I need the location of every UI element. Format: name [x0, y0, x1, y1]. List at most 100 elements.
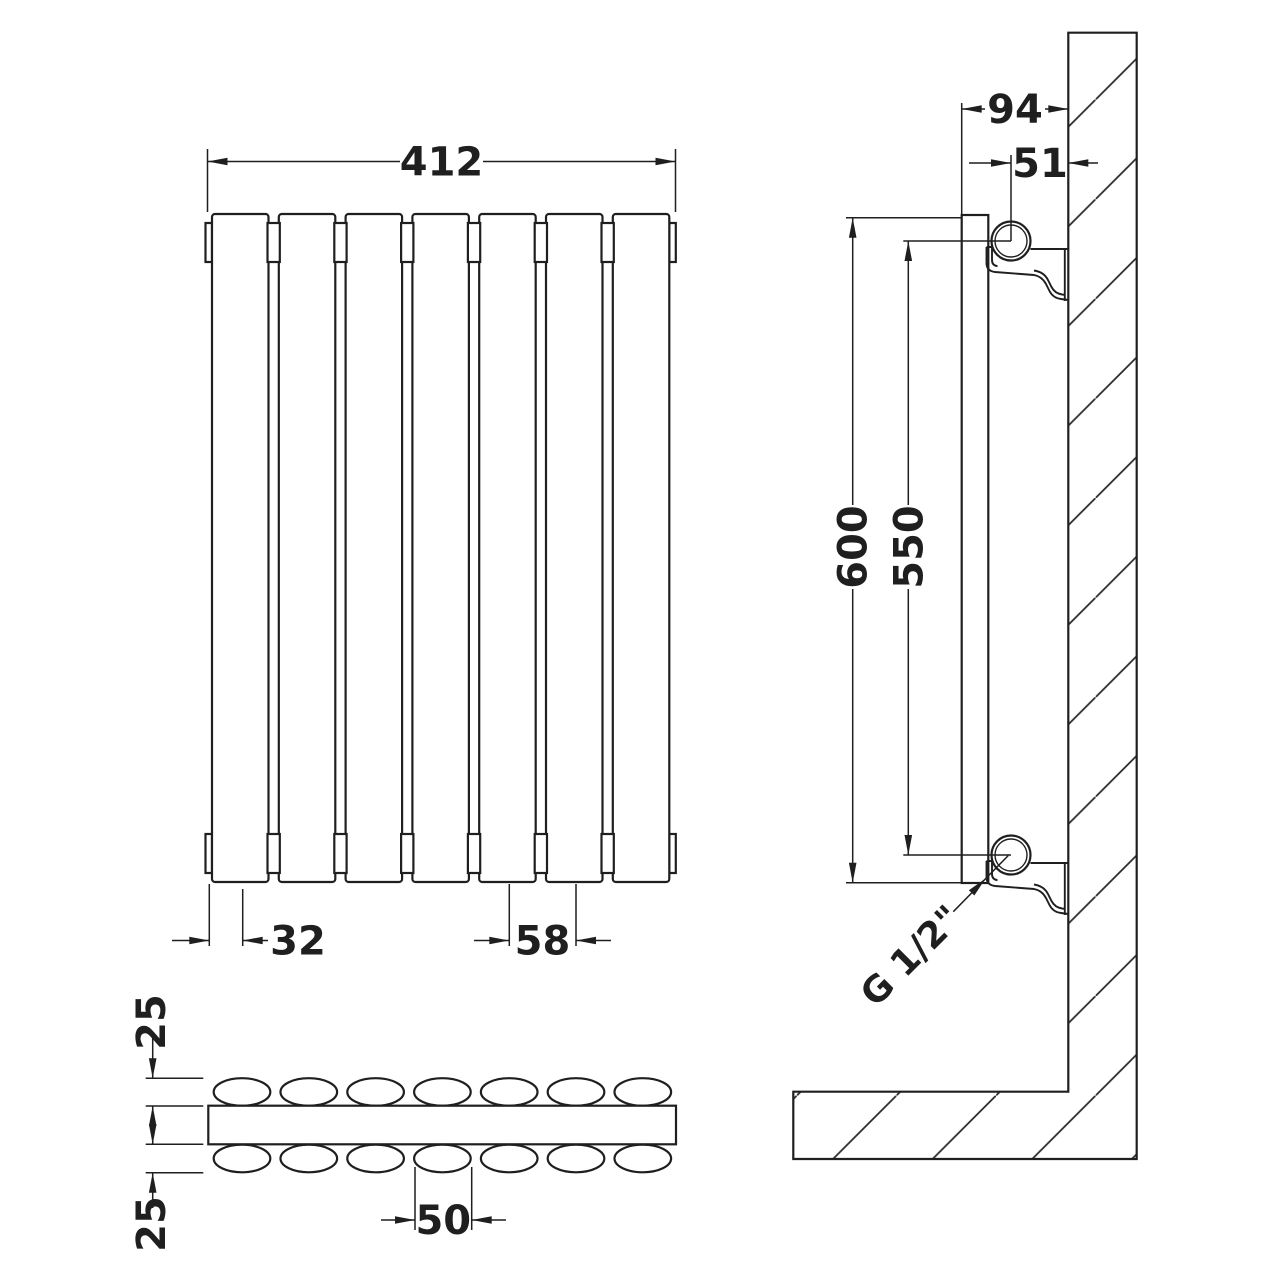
plan-view: 25 25 50: [129, 994, 678, 1252]
dimension-value: 25: [129, 1196, 175, 1252]
plan-body: [207, 1104, 678, 1146]
thread-callout: G 1/2": [853, 854, 1009, 1015]
radiator-panel: [611, 212, 671, 884]
mounting-bracket-top: [985, 246, 1069, 301]
oval-section: [346, 1143, 406, 1174]
oval-section: [413, 1143, 472, 1174]
extension-lines: [508, 884, 577, 946]
dimension-value: 94: [987, 87, 1043, 133]
arrowhead: [148, 1124, 157, 1145]
dimension-rear-depth: 25: [129, 1124, 204, 1252]
connector-tab: [533, 832, 549, 875]
dimension-value: 50: [415, 1198, 471, 1244]
arrowhead: [991, 159, 1011, 167]
oval-section: [613, 1143, 673, 1174]
connector-tab: [266, 221, 281, 264]
dimension-section-pitch: 58: [474, 884, 611, 965]
connector-tab: [333, 221, 348, 264]
arrowhead: [148, 1106, 157, 1126]
side-view: 94 51 600 550: [792, 31, 1138, 1161]
bracket-profile: [985, 247, 1069, 301]
arrowhead: [576, 936, 596, 945]
connector-tab: [333, 832, 348, 875]
radiator-panel: [478, 212, 537, 884]
radiator-panel: [411, 212, 470, 884]
oval-section: [346, 1077, 406, 1107]
connector-tab: [466, 832, 482, 875]
radiator-panel: [277, 212, 337, 884]
arrowhead: [848, 217, 857, 238]
oval-section: [279, 1077, 339, 1107]
dimension-value: 550: [886, 505, 932, 589]
bracket-profile: [985, 861, 1069, 915]
arrowhead: [489, 936, 510, 945]
arrowhead: [968, 878, 986, 896]
oval-section: [413, 1077, 472, 1107]
dimension-pipe-centres: 550: [886, 240, 1011, 856]
connector-tab: [400, 832, 415, 875]
bracket-profile-inner: [1033, 883, 1065, 910]
radiator-panel-side: [960, 213, 990, 885]
mounting-bracket-bottom: [985, 860, 1069, 915]
connector-tab: [266, 832, 281, 875]
oval-section: [546, 1143, 606, 1174]
arrowhead: [189, 936, 210, 945]
oval-section: [546, 1077, 606, 1107]
arrowhead: [207, 157, 228, 166]
radiator-panel: [344, 212, 404, 884]
oval-section: [479, 1077, 539, 1107]
radiator-panel: [210, 212, 270, 884]
dimension-value: 412: [400, 140, 484, 186]
dimension-overall-depth: 94: [960, 87, 1069, 215]
radiator-panel: [544, 212, 604, 884]
arrowhead: [1068, 159, 1089, 167]
arrowhead: [395, 1216, 415, 1224]
arrowhead: [904, 241, 913, 261]
front-oval-row: [212, 1077, 673, 1107]
dimension-pipe-to-wall: 51: [969, 141, 1098, 241]
connector-tab: [600, 832, 615, 875]
bracket-profile-inner: [1033, 269, 1065, 296]
bracket-hook: [986, 246, 998, 268]
oval-section: [613, 1077, 673, 1107]
extension-lines: [208, 884, 244, 946]
arrowhead: [242, 936, 263, 945]
arrowhead: [961, 105, 982, 113]
connector-tab: [600, 221, 615, 264]
oval-section: [479, 1143, 539, 1174]
extension-lines: [145, 1077, 204, 1107]
arrowhead: [471, 1216, 492, 1224]
oval-section: [279, 1143, 339, 1174]
thread-size-label: G 1/2": [853, 898, 970, 1015]
dimension-value: 600: [831, 505, 877, 589]
dimension-value: 51: [1012, 141, 1068, 187]
extension-lines: [145, 1143, 204, 1174]
dimension-value: 25: [129, 994, 175, 1050]
bracket-hook: [986, 860, 998, 882]
connector-tab: [466, 221, 482, 264]
arrowhead: [1048, 105, 1069, 113]
arrowhead: [848, 862, 857, 883]
connector-tab: [533, 221, 549, 264]
dimension-front-depth: 25: [129, 994, 204, 1126]
dimension-value: 58: [515, 919, 571, 965]
oval-section: [212, 1077, 272, 1107]
dimension-overall-height: 600: [831, 216, 962, 884]
arrowhead: [148, 1058, 157, 1079]
extension-lines: [846, 216, 962, 884]
extension-lines: [903, 240, 1011, 856]
arrowhead: [148, 1172, 157, 1193]
dimension-value: 32: [270, 919, 326, 965]
arrowhead: [904, 835, 913, 855]
wall-floor-section: [792, 31, 1138, 1161]
rear-oval-row: [212, 1143, 673, 1174]
arrowhead: [655, 157, 676, 166]
front-view: 412 32 58: [172, 140, 677, 965]
radiator-front-outline: [204, 212, 677, 884]
dimension-section-width: 50: [381, 1167, 506, 1244]
oval-section: [212, 1143, 272, 1174]
dimension-edge-offset: 32: [172, 884, 326, 965]
dimension-overall-width: 412: [206, 140, 677, 212]
